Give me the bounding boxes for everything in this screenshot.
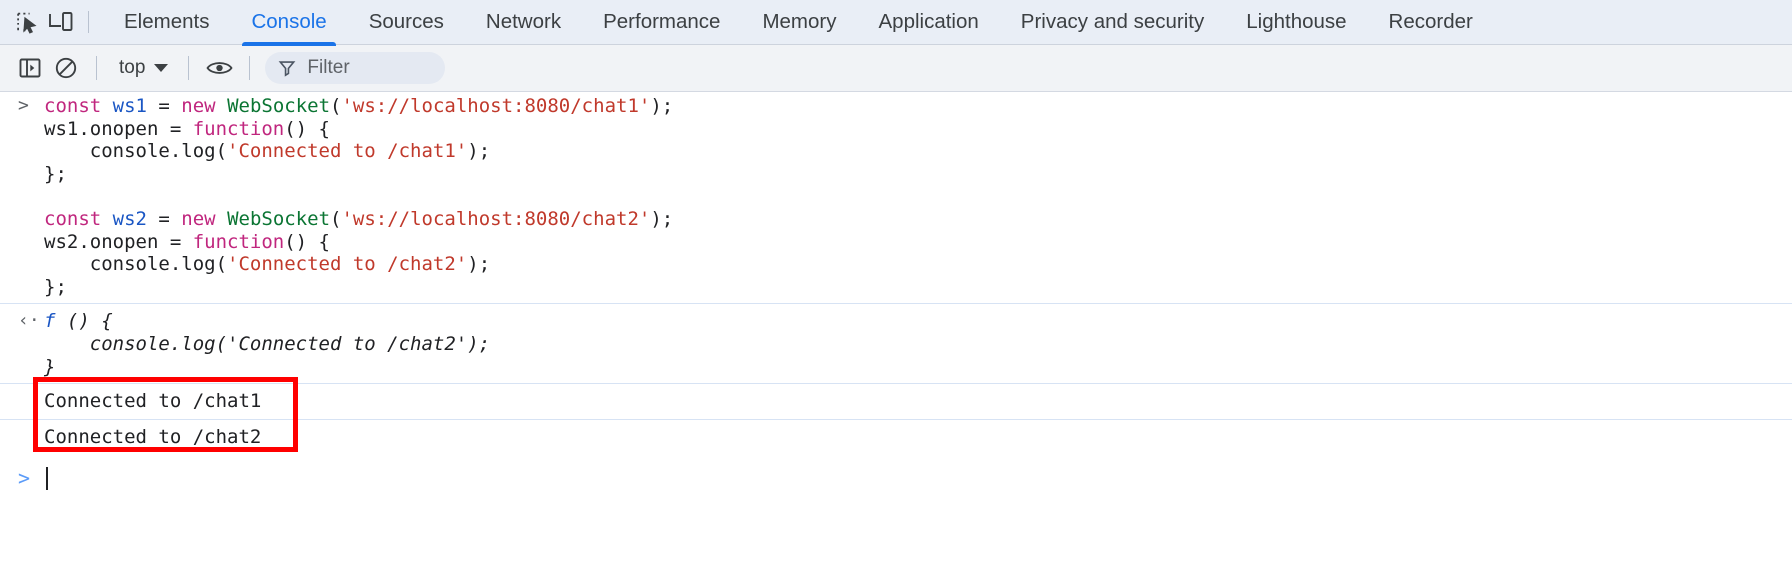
result-text: console.log('Connected to /chat2');: [44, 332, 491, 355]
console-code-line: console.log('Connected to /chat1');: [0, 140, 1792, 163]
clear-console-icon[interactable]: [48, 50, 84, 86]
tab-lighthouse[interactable]: Lighthouse: [1225, 0, 1367, 45]
console-code-line-blank: [0, 185, 1792, 208]
tab-recorder[interactable]: Recorder: [1368, 0, 1494, 45]
device-toolbar-icon[interactable]: [44, 5, 78, 39]
execution-context-selector[interactable]: top: [109, 54, 176, 82]
console-toolbar-divider-3: [249, 56, 251, 80]
tab-label: Console: [251, 10, 327, 33]
filter-placeholder: Filter: [307, 57, 350, 78]
console-prompt[interactable]: >: [0, 461, 1792, 495]
tab-application[interactable]: Application: [858, 0, 1000, 45]
code-text: ws2.onopen = function() {: [44, 230, 330, 253]
console-sidebar-icon[interactable]: [12, 50, 48, 86]
tab-label: Network: [485, 10, 562, 33]
code-text: const ws2 = new WebSocket('ws://localhos…: [44, 207, 674, 230]
input-marker-icon: >: [18, 95, 29, 116]
tab-performance[interactable]: Performance: [582, 0, 741, 45]
panel-tabs: Elements Console Sources Network Perform…: [103, 0, 1494, 46]
tab-sources[interactable]: Sources: [348, 0, 465, 45]
console-code-line: ws1.onopen = function() {: [0, 118, 1792, 141]
code-text: console.log('Connected to /chat2');: [44, 253, 491, 276]
tab-elements[interactable]: Elements: [103, 0, 230, 45]
inspect-element-icon[interactable]: [10, 5, 44, 39]
live-expression-icon[interactable]: [201, 50, 237, 86]
console-result-entry: ‹· f () { console.log('Connected to /cha…: [0, 303, 1792, 378]
output-marker-icon: ‹·: [18, 310, 40, 332]
console-code-line: > const ws1 = new WebSocket('ws://localh…: [0, 95, 1792, 118]
prompt-chevron-icon: >: [18, 465, 31, 490]
code-text: ws1.onopen = function() {: [44, 117, 330, 140]
code-text: };: [44, 275, 67, 298]
console-log-message: Connected to /chat1: [0, 383, 1792, 419]
console-toolbar-divider-2: [188, 56, 190, 80]
code-text: console.log('Connected to /chat1');: [44, 140, 491, 163]
tab-privacy-and-security[interactable]: Privacy and security: [1000, 0, 1225, 45]
tab-label: Lighthouse: [1246, 10, 1347, 33]
devtools-tab-bar: Elements Console Sources Network Perform…: [0, 0, 1792, 46]
text-cursor: [46, 466, 48, 490]
log-message-text: Connected to /chat2: [44, 426, 262, 449]
console-log-message: Connected to /chat2: [0, 419, 1792, 455]
tab-label: Recorder: [1388, 10, 1473, 33]
toolbar-divider: [88, 11, 89, 33]
console-toolbar-divider-1: [96, 56, 97, 80]
console-code-line: console.log('Connected to /chat2');: [0, 253, 1792, 276]
result-text: }: [44, 355, 56, 378]
tab-console[interactable]: Console: [230, 0, 347, 46]
console-messages[interactable]: > const ws1 = new WebSocket('ws://localh…: [0, 92, 1792, 576]
console-code-line: };: [0, 276, 1792, 299]
console-code-line: ws2.onopen = function() {: [0, 231, 1792, 254]
log-message-text: Connected to /chat1: [44, 390, 262, 413]
chevron-down-icon: [154, 64, 169, 72]
execution-context-label: top: [119, 57, 146, 78]
tab-network[interactable]: Network: [465, 0, 582, 45]
code-text: const ws1 = new WebSocket('ws://localhos…: [44, 95, 674, 117]
code-text: };: [44, 162, 67, 185]
filter-input[interactable]: Filter: [265, 52, 446, 84]
result-text: f () {: [44, 310, 113, 333]
tab-label: Memory: [762, 10, 837, 33]
console-result-line: ‹· f () {: [0, 310, 1792, 333]
filter-funnel-icon: [279, 61, 296, 77]
console-code-line: };: [0, 163, 1792, 186]
tab-label: Elements: [124, 10, 210, 33]
tab-label: Sources: [368, 10, 444, 33]
console-result-line: }: [0, 356, 1792, 379]
tab-label: Application: [878, 10, 979, 33]
tab-memory[interactable]: Memory: [741, 0, 857, 45]
tab-label: Privacy and security: [1020, 10, 1205, 33]
console-code-line: const ws2 = new WebSocket('ws://localhos…: [0, 208, 1792, 231]
tab-label: Performance: [603, 10, 721, 33]
code-text: [44, 185, 55, 208]
console-toolbar: top Filter: [0, 45, 1792, 92]
console-result-line: console.log('Connected to /chat2');: [0, 333, 1792, 356]
console-input-entry: > const ws1 = new WebSocket('ws://localh…: [0, 92, 1792, 298]
